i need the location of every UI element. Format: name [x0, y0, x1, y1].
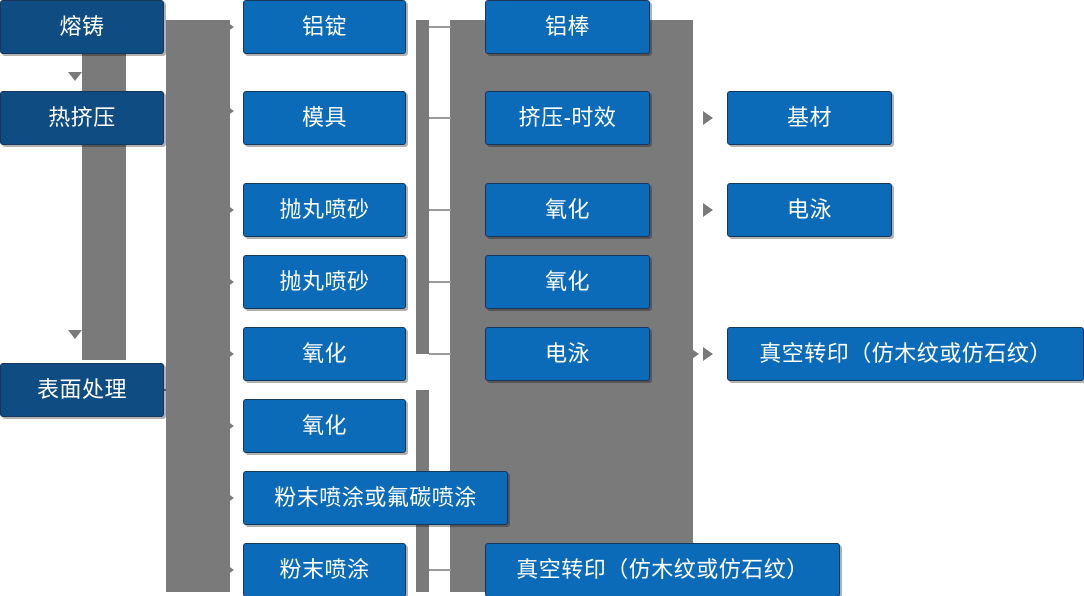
stage-box-surface[interactable]: 表面处理	[0, 363, 164, 417]
arrow-down-casting-to-extrude	[68, 72, 82, 81]
treatment-box-oxidation-1[interactable]: 氧化	[485, 183, 650, 237]
treatment-label: 真空转印（仿木纹或仿石纹）	[516, 556, 809, 582]
output-label: 真空转印（仿木纹或仿石纹）	[759, 340, 1052, 366]
treatment-label: 氧化	[544, 196, 590, 222]
arrow-to-mat-shotblast-1	[224, 203, 234, 217]
tick-oxidation1	[429, 209, 451, 211]
arrow-to-out-substrate	[703, 111, 713, 125]
material-label: 铝锭	[301, 13, 347, 39]
tick-extrude	[429, 117, 451, 119]
arrow-to-out-vacuum	[703, 347, 713, 361]
material-label: 氧化	[301, 340, 347, 366]
treatment-label: 挤压-时效	[518, 104, 617, 130]
material-label: 抛丸喷砂	[279, 268, 370, 294]
treatment-label: 电泳	[544, 340, 590, 366]
treatment-box-electrophoresis[interactable]: 电泳	[485, 327, 650, 381]
material-box-oxidation-1[interactable]: 氧化	[243, 327, 406, 381]
material-label: 模具	[301, 104, 347, 130]
output-box-substrate[interactable]: 基材	[727, 91, 892, 145]
arrow-to-mat-shotblast-2	[224, 275, 234, 289]
arrow-down-extrude-to-surface	[68, 330, 82, 339]
stage-label: 熔铸	[59, 13, 105, 39]
treatment-box-extrusion-aging[interactable]: 挤压-时效	[485, 91, 650, 145]
arrow-to-mat-oxidation-1	[224, 347, 234, 361]
material-box-powder[interactable]: 粉末喷涂	[243, 543, 406, 596]
output-label: 电泳	[786, 196, 832, 222]
treatment-box-vacuum-transfer[interactable]: 真空转印（仿木纹或仿石纹）	[485, 543, 840, 596]
tick-vacuum	[429, 569, 451, 571]
materials-feed-bar	[166, 20, 230, 592]
treatment-box-aluminum-bar[interactable]: 铝棒	[485, 0, 650, 54]
material-label: 抛丸喷砂	[279, 196, 370, 222]
material-box-oxidation-2[interactable]: 氧化	[243, 399, 406, 453]
outputs-feed-stub	[681, 20, 693, 592]
arrow-to-mat-ingot	[224, 20, 234, 34]
material-label: 粉末喷涂	[279, 556, 370, 582]
material-box-shotblast-1[interactable]: 抛丸喷砂	[243, 183, 406, 237]
treatment-label: 铝棒	[544, 13, 590, 39]
output-box-vacuum-transfer[interactable]: 真空转印（仿木纹或仿石纹）	[727, 327, 1084, 381]
stage-label: 表面处理	[36, 376, 127, 402]
output-label: 基材	[786, 104, 832, 130]
material-box-shotblast-2[interactable]: 抛丸喷砂	[243, 255, 406, 309]
arrow-to-trt-vacuum	[689, 347, 699, 361]
arrow-to-out-electro	[703, 203, 713, 217]
material-box-mold[interactable]: 模具	[243, 91, 406, 145]
treatment-label: 氧化	[544, 268, 590, 294]
surface-to-feedbar-connector	[160, 389, 186, 391]
material-box-ingot[interactable]: 铝锭	[243, 0, 406, 54]
material-box-powder-fluorocarbon[interactable]: 粉末喷涂或氟碳喷涂	[243, 471, 508, 525]
arrow-to-mat-powder	[224, 563, 234, 577]
tick-bar	[429, 26, 451, 28]
treatment-spine-upper	[416, 20, 429, 354]
left-spine-vertical	[82, 20, 126, 360]
stage-label: 热挤压	[48, 104, 116, 130]
tick-electro	[429, 353, 451, 355]
material-label: 氧化	[301, 412, 347, 438]
stage-box-casting[interactable]: 熔铸	[0, 0, 164, 54]
material-label: 粉末喷涂或氟碳喷涂	[274, 484, 477, 510]
arrow-to-mat-powder-fluor	[224, 491, 234, 505]
arrow-to-mat-mold	[224, 104, 234, 118]
output-box-electrophoresis[interactable]: 电泳	[727, 183, 892, 237]
stage-box-extrude[interactable]: 热挤压	[0, 91, 164, 145]
arrow-to-mat-oxidation-2	[224, 419, 234, 433]
treatment-box-oxidation-2[interactable]: 氧化	[485, 255, 650, 309]
tick-oxidation2	[429, 281, 451, 283]
